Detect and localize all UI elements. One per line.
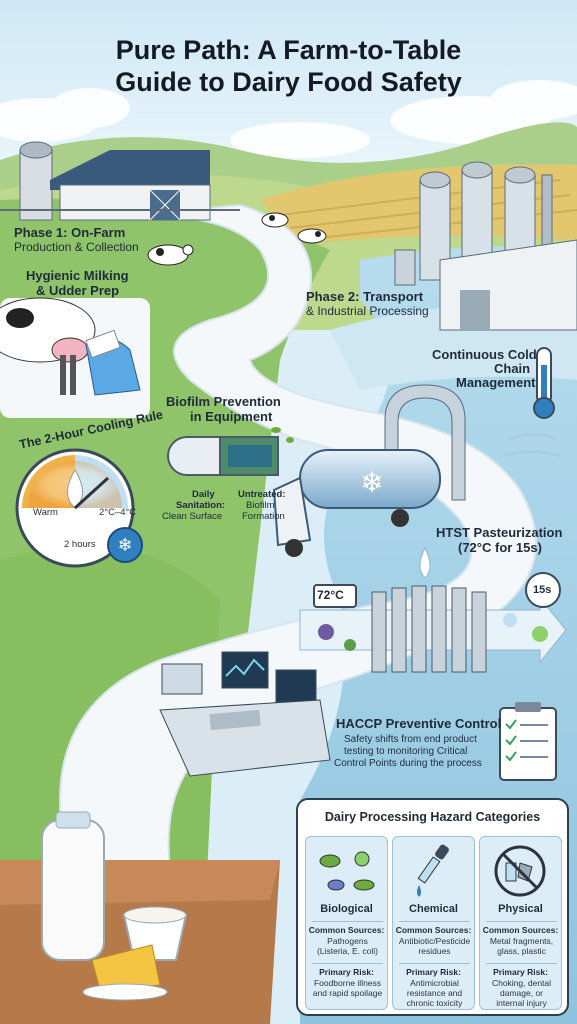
biofilm-label: Biofilm [246, 500, 275, 511]
biofilm-pipe [167, 427, 294, 476]
truck-illustration: ❄ [272, 384, 561, 557]
clean-surface-label: Clean Surface [162, 511, 223, 522]
biological-risk-2: and rapid spoilage [312, 988, 383, 998]
prohibited-objects-icon [494, 845, 546, 897]
control-desk-illustration [159, 651, 331, 777]
biological-sources-label: Common Sources: [308, 925, 385, 935]
biological-risk-label: Primary Risk: [319, 967, 374, 977]
gauge-warm-label: Warm [33, 507, 58, 518]
clipboard-illustration [499, 702, 557, 781]
phase1-subheading: Production & Collection [14, 240, 139, 254]
page-title-line-1: Pure Path: A Farm-to-Table [115, 35, 462, 65]
thermometer-illustration [533, 347, 555, 419]
physical-sources-1: Metal fragments, [489, 936, 554, 946]
bacteria-icon [319, 851, 375, 891]
cold-chain-line-2: Chain [494, 361, 531, 376]
hazard-column-physical: Physical Common Sources: Metal fragments… [479, 836, 562, 1010]
barn-illustration [0, 141, 240, 221]
phase2-subheading: & Industrial Processing [306, 304, 429, 318]
phase2-heading: Phase 2: Transport [306, 289, 424, 304]
svg-text:❄: ❄ [360, 466, 383, 499]
haccp-text-line-1: Safety shifts from end product [344, 734, 477, 745]
physical-sources-2: glass, plastic [497, 946, 546, 956]
physical-sources-label: Common Sources: [482, 925, 559, 935]
physical-risk-1: Choking, dental [491, 978, 552, 988]
phase1-heading: Phase 1: On-Farm [14, 225, 126, 240]
chemical-risk-1: Antimicrobial [410, 978, 459, 988]
hazard-column-chemical: Chemical Common Sources: Antibiotic/Pest… [392, 836, 475, 1010]
cold-chain-line-3: Management [456, 375, 536, 390]
milking-heading-line-2: & Udder Prep [36, 283, 120, 298]
formation-label: Formation [242, 511, 285, 522]
physical-risk-label: Primary Risk: [493, 967, 548, 977]
svg-text:❄: ❄ [117, 535, 132, 556]
haccp-heading: HACCP Preventive Control [336, 716, 502, 731]
htst-heading-line-2: (72°C for 15s) [458, 540, 542, 555]
haccp-text-line-2: testing to monitoring Critical [344, 746, 468, 757]
table-illustration [0, 811, 280, 1024]
chemical-label: Chemical [409, 903, 458, 915]
physical-risk-3: internal injury [496, 998, 547, 1008]
chemical-risk-3: chronic toxicity [406, 998, 463, 1008]
timer-label: 15s [533, 584, 552, 596]
hazard-column-biological: Biological Common Sources: Pathogens (Li… [305, 836, 388, 1010]
biofilm-heading-line-1: Biofilm Prevention [166, 394, 281, 409]
daily-label: Daily [192, 489, 215, 500]
chemical-sources-1: Antibiotic/Pesticide [398, 936, 471, 946]
cold-chain-line-1: Continuous Cold [432, 347, 537, 362]
biological-risk-1: Foodborne illness [313, 978, 382, 988]
milking-illustration [0, 297, 150, 418]
biological-sources-2: (Listeria, E. coli) [317, 946, 378, 956]
gauge-range-label: 2°C–4°C [99, 507, 137, 518]
untreated-label: Untreated: [238, 489, 286, 500]
htst-heading-line-1: HTST Pasteurization [436, 525, 563, 540]
pasteurizer-illustration [299, 546, 567, 673]
factory-illustration [394, 161, 577, 331]
hazard-categories-panel: Dairy Processing Hazard Categories Biolo… [296, 798, 569, 1016]
biological-sources-1: Pathogens [327, 936, 368, 946]
sanitation-label: Sanitation: [176, 500, 226, 511]
milking-heading-line-1: Hygienic Milking [26, 268, 129, 283]
chemical-sources-2: residues [418, 946, 451, 956]
biofilm-heading-line-2: in Equipment [190, 409, 273, 424]
cooling-gauge: ❄ [15, 448, 143, 568]
physical-risk-2: damage, or [500, 988, 543, 998]
dropper-icon [417, 844, 449, 897]
chemical-sources-label: Common Sources: [395, 925, 472, 935]
hazard-panel-title: Dairy Processing Hazard Categories [324, 810, 541, 824]
chemical-risk-2: resistance and [406, 988, 463, 998]
physical-label: Physical [498, 903, 543, 915]
page-title-line-2: Guide to Dairy Food Safety [115, 67, 462, 97]
haccp-text-line-3: Control Points during the process [334, 758, 482, 769]
clouds [0, 80, 577, 158]
biological-label: Biological [320, 903, 373, 915]
pasteurizer-temp-label: 72°C [317, 588, 344, 602]
gauge-time-label: 2 hours [64, 539, 96, 550]
chemical-risk-label: Primary Risk: [406, 967, 461, 977]
